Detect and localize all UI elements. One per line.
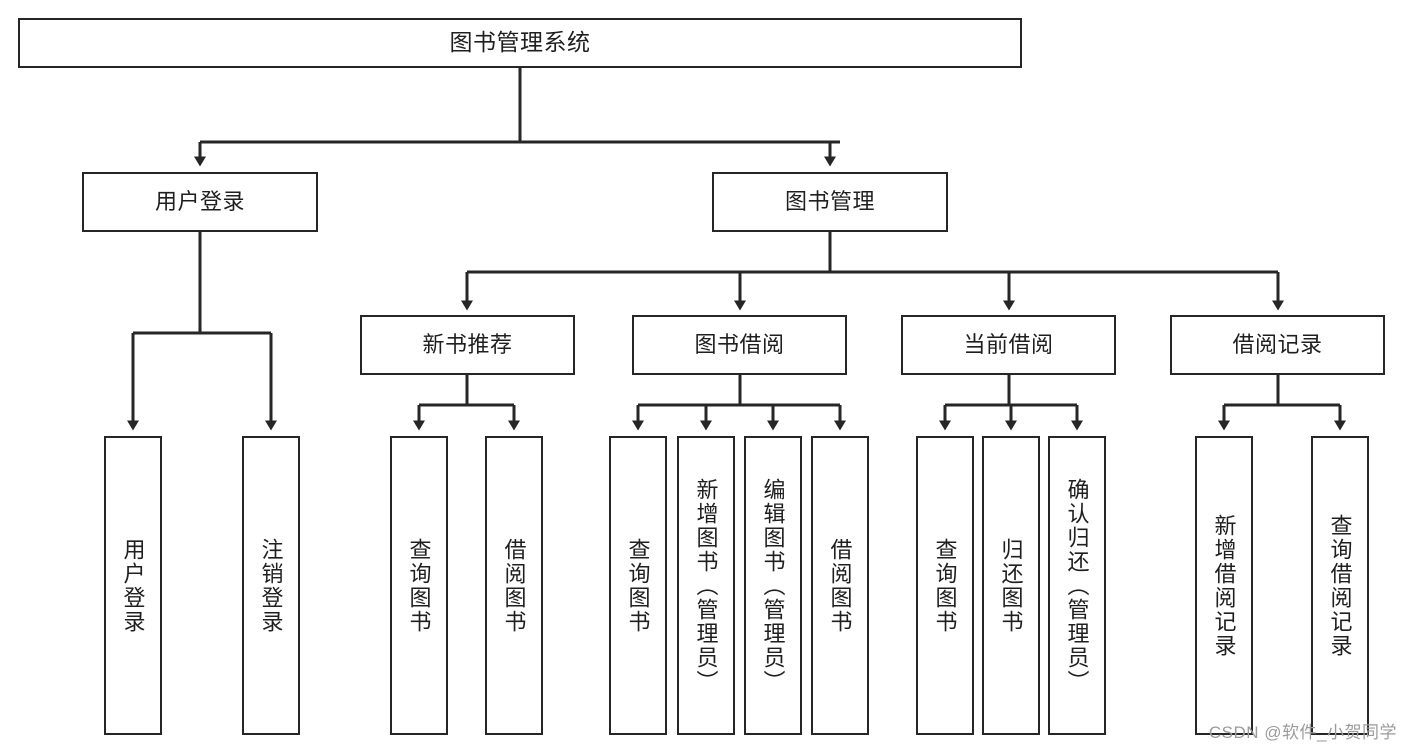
- node-current-borrow[interactable]: 当前借阅: [901, 315, 1116, 375]
- node-label: 查询图书: [406, 537, 432, 634]
- node-label: 注销登录: [258, 537, 284, 634]
- node-label: 编辑图书（管理员）: [760, 477, 786, 694]
- node-label: 新增图书（管理员）: [693, 477, 719, 694]
- node-label: 新增借阅记录: [1211, 513, 1237, 658]
- node-label: 借阅图书: [501, 537, 527, 634]
- node-label: 归还图书: [998, 537, 1024, 634]
- leaf-records-query-record[interactable]: 查询借阅记录: [1311, 436, 1369, 735]
- leaf-borrow-query-book[interactable]: 查询图书: [609, 436, 667, 735]
- node-label: 图书借阅: [694, 332, 785, 358]
- node-new-book-recommend[interactable]: 新书推荐: [360, 315, 575, 375]
- node-label: 图书管理: [784, 189, 875, 215]
- watermark-text: CSDN @软件_小贺同学: [1208, 723, 1397, 742]
- node-label: 查询图书: [625, 537, 651, 634]
- node-label: 确认归还（管理员）: [1064, 477, 1090, 694]
- node-root-system[interactable]: 图书管理系统: [18, 18, 1022, 68]
- node-label: 查询图书: [932, 537, 958, 634]
- leaf-current-return-book[interactable]: 归还图书: [982, 436, 1040, 735]
- node-book-borrow[interactable]: 图书借阅: [632, 315, 847, 375]
- node-user-login[interactable]: 用户登录: [82, 172, 318, 232]
- node-label: 借阅图书: [827, 537, 853, 634]
- leaf-borrow-add-book-admin[interactable]: 新增图书（管理员）: [677, 436, 735, 735]
- node-label: 当前借阅: [963, 332, 1054, 358]
- node-book-management[interactable]: 图书管理: [712, 172, 948, 232]
- node-label: 用户登录: [154, 189, 245, 215]
- leaf-new-book-borrow[interactable]: 借阅图书: [485, 436, 543, 735]
- leaf-user-login-signout[interactable]: 注销登录: [242, 436, 300, 735]
- node-label: 查询借阅记录: [1327, 513, 1353, 658]
- node-label: 用户登录: [120, 537, 146, 634]
- leaf-current-query-book[interactable]: 查询图书: [916, 436, 974, 735]
- node-label: 借阅记录: [1232, 332, 1323, 358]
- leaf-user-login-signin[interactable]: 用户登录: [104, 436, 162, 735]
- leaf-borrow-edit-book-admin[interactable]: 编辑图书（管理员）: [744, 436, 802, 735]
- node-label: 图书管理系统: [449, 29, 591, 56]
- leaf-current-confirm-return-admin[interactable]: 确认归还（管理员）: [1048, 436, 1106, 735]
- leaf-records-add-record[interactable]: 新增借阅记录: [1195, 436, 1253, 735]
- leaf-new-book-query[interactable]: 查询图书: [390, 436, 448, 735]
- node-borrow-records[interactable]: 借阅记录: [1170, 315, 1385, 375]
- leaf-borrow-borrow-book[interactable]: 借阅图书: [811, 436, 869, 735]
- node-label: 新书推荐: [422, 332, 513, 358]
